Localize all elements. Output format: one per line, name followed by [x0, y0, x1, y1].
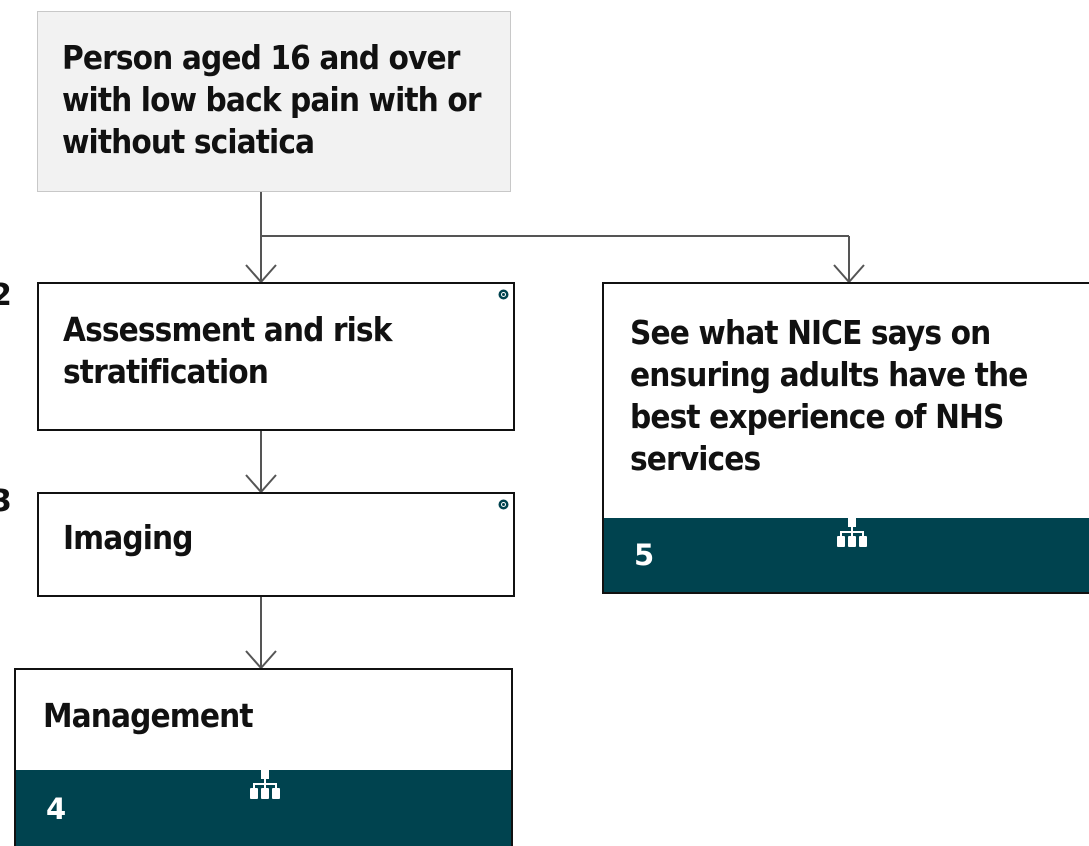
- management-node-number: 4: [46, 792, 67, 826]
- step-number-assessment: 2: [0, 278, 12, 313]
- info-dot-icon[interactable]: [498, 499, 509, 510]
- experience-node-line: services: [630, 439, 761, 478]
- imaging-node-text: Imaging: [63, 517, 193, 559]
- start-node[interactable]: Person aged 16 and over with low back pa…: [37, 11, 511, 192]
- assessment-node[interactable]: Assessment and risk stratification: [37, 282, 515, 431]
- experience-node-number: 5: [634, 538, 655, 572]
- imaging-node[interactable]: Imaging: [37, 492, 515, 597]
- experience-node-line: ensuring adults have the: [630, 355, 1028, 394]
- imaging-node-line: Imaging: [63, 518, 193, 557]
- assessment-node-line: stratification: [63, 352, 269, 391]
- management-node-line: Management: [43, 696, 254, 735]
- start-node-line: Person aged 16 and over: [62, 38, 460, 77]
- start-node-line: with low back pain with or: [62, 80, 481, 119]
- experience-node[interactable]: See what NICE says on ensuring adults ha…: [602, 282, 1089, 594]
- experience-node-text: See what NICE says on ensuring adults ha…: [630, 312, 1028, 480]
- hierarchy-icon[interactable]: [248, 770, 282, 800]
- management-node-text: Management: [43, 695, 254, 737]
- experience-node-line: See what NICE says on: [630, 313, 991, 352]
- assessment-node-text: Assessment and risk stratification: [63, 309, 392, 393]
- management-node[interactable]: Management 4: [14, 668, 513, 846]
- experience-node-line: best experience of NHS: [630, 397, 1004, 436]
- management-node-footer[interactable]: 4: [16, 770, 511, 846]
- hierarchy-icon[interactable]: [835, 518, 869, 548]
- experience-node-footer[interactable]: 5: [604, 518, 1089, 592]
- start-node-text: Person aged 16 and over with low back pa…: [62, 37, 481, 163]
- info-dot-icon[interactable]: [498, 289, 509, 300]
- start-node-line: without sciatica: [62, 122, 315, 161]
- step-number-imaging: 3: [0, 484, 12, 519]
- assessment-node-line: Assessment and risk: [63, 310, 392, 349]
